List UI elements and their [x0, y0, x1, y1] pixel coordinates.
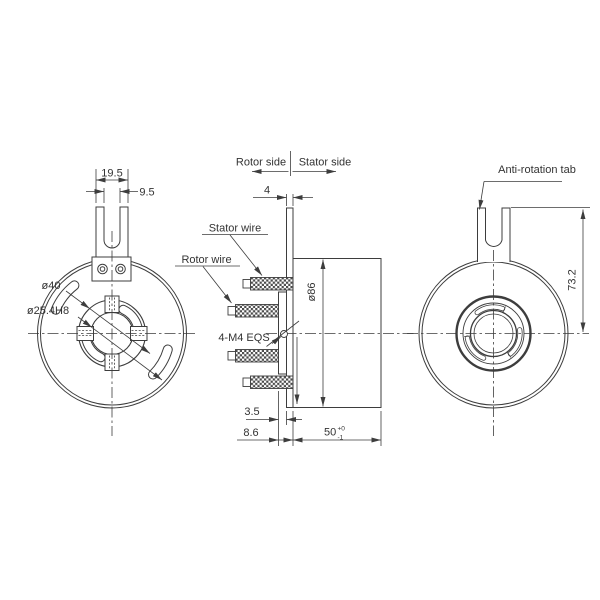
dim-body-diameter: ø86: [306, 259, 326, 407]
dim-slot-width-text: 9.5: [139, 187, 154, 199]
dim-rotor-length-text: 8.6: [243, 427, 258, 439]
dim-body-length-text: 50 +0 -1: [324, 418, 349, 442]
front-view: 19.5 9.5 ø40 ø25.4H8: [27, 168, 196, 436]
plate-screw-hole: [115, 263, 126, 275]
rotor-wire-bundle: [235, 349, 279, 363]
dim-body-diameter-text: ø86: [306, 283, 318, 302]
m4-hole: [280, 330, 288, 338]
front-fork-tab: [91, 206, 132, 282]
stator-wire-label: Stator wire: [209, 223, 262, 235]
stator-wire-bundle: [250, 375, 294, 389]
dim-tab-height-text: 73.2: [567, 269, 579, 290]
dim-slot-width: 9.5: [86, 187, 155, 203]
stator-wire-bundle: [250, 277, 294, 291]
rear-fork-tab: [477, 207, 511, 262]
anti-rotation-tab-callout: Anti-rotation tab: [478, 164, 576, 210]
plate-screw-hole: [97, 263, 108, 275]
anti-rotation-tab-label: Anti-rotation tab: [498, 164, 576, 176]
rear-view: Anti-rotation tab 73.2: [407, 164, 590, 436]
rotor-wire-callout: Rotor wire: [175, 254, 240, 304]
bottom-dimensions: 3.5 8.6 50 +0 -1: [237, 391, 382, 446]
m4-hole-callout: [266, 320, 300, 347]
dim-flange-thickness-text: 4: [264, 185, 270, 197]
dim-bore-diameter: ø25.4H8: [27, 305, 163, 381]
wire-ferrule: [242, 377, 251, 387]
dim-tab-width-text: 19.5: [101, 168, 122, 180]
hub-kidney-slots: [81, 304, 143, 363]
mount-holes-label: 4-M4 EQS: [218, 332, 269, 344]
rotor-wire-label: Rotor wire: [181, 254, 231, 266]
side-view: 4-M4 EQS Rotor side Stator side 4 Stator…: [175, 151, 414, 446]
dim-tab-height: 73.2: [511, 207, 590, 332]
dim-bore-diameter-text: ø25.4H8: [27, 305, 69, 317]
wire-ferrule: [242, 279, 251, 289]
rear-arc-slots: [464, 304, 523, 361]
rotor-wire-bundle: [235, 304, 279, 318]
dim-tab-width: 19.5: [95, 168, 129, 203]
stator-body: [292, 258, 382, 408]
fork-base-plate: [91, 256, 132, 282]
dim-hub-diameter: ø40: [42, 280, 151, 354]
dim-hub-protrusion-text: 3.5: [244, 406, 259, 418]
wire-bundles: [227, 277, 294, 389]
dim-hub-diameter-text: ø40: [42, 280, 61, 292]
dim-flange-thickness: 4: [253, 185, 313, 206]
rotor-side-label: Rotor side: [236, 157, 286, 169]
side-header: Rotor side Stator side: [236, 151, 351, 176]
stator-wire-callout: Stator wire: [202, 223, 268, 276]
wire-ferrule: [227, 306, 236, 316]
wire-ferrule: [227, 351, 236, 361]
stator-side-label: Stator side: [299, 157, 352, 169]
